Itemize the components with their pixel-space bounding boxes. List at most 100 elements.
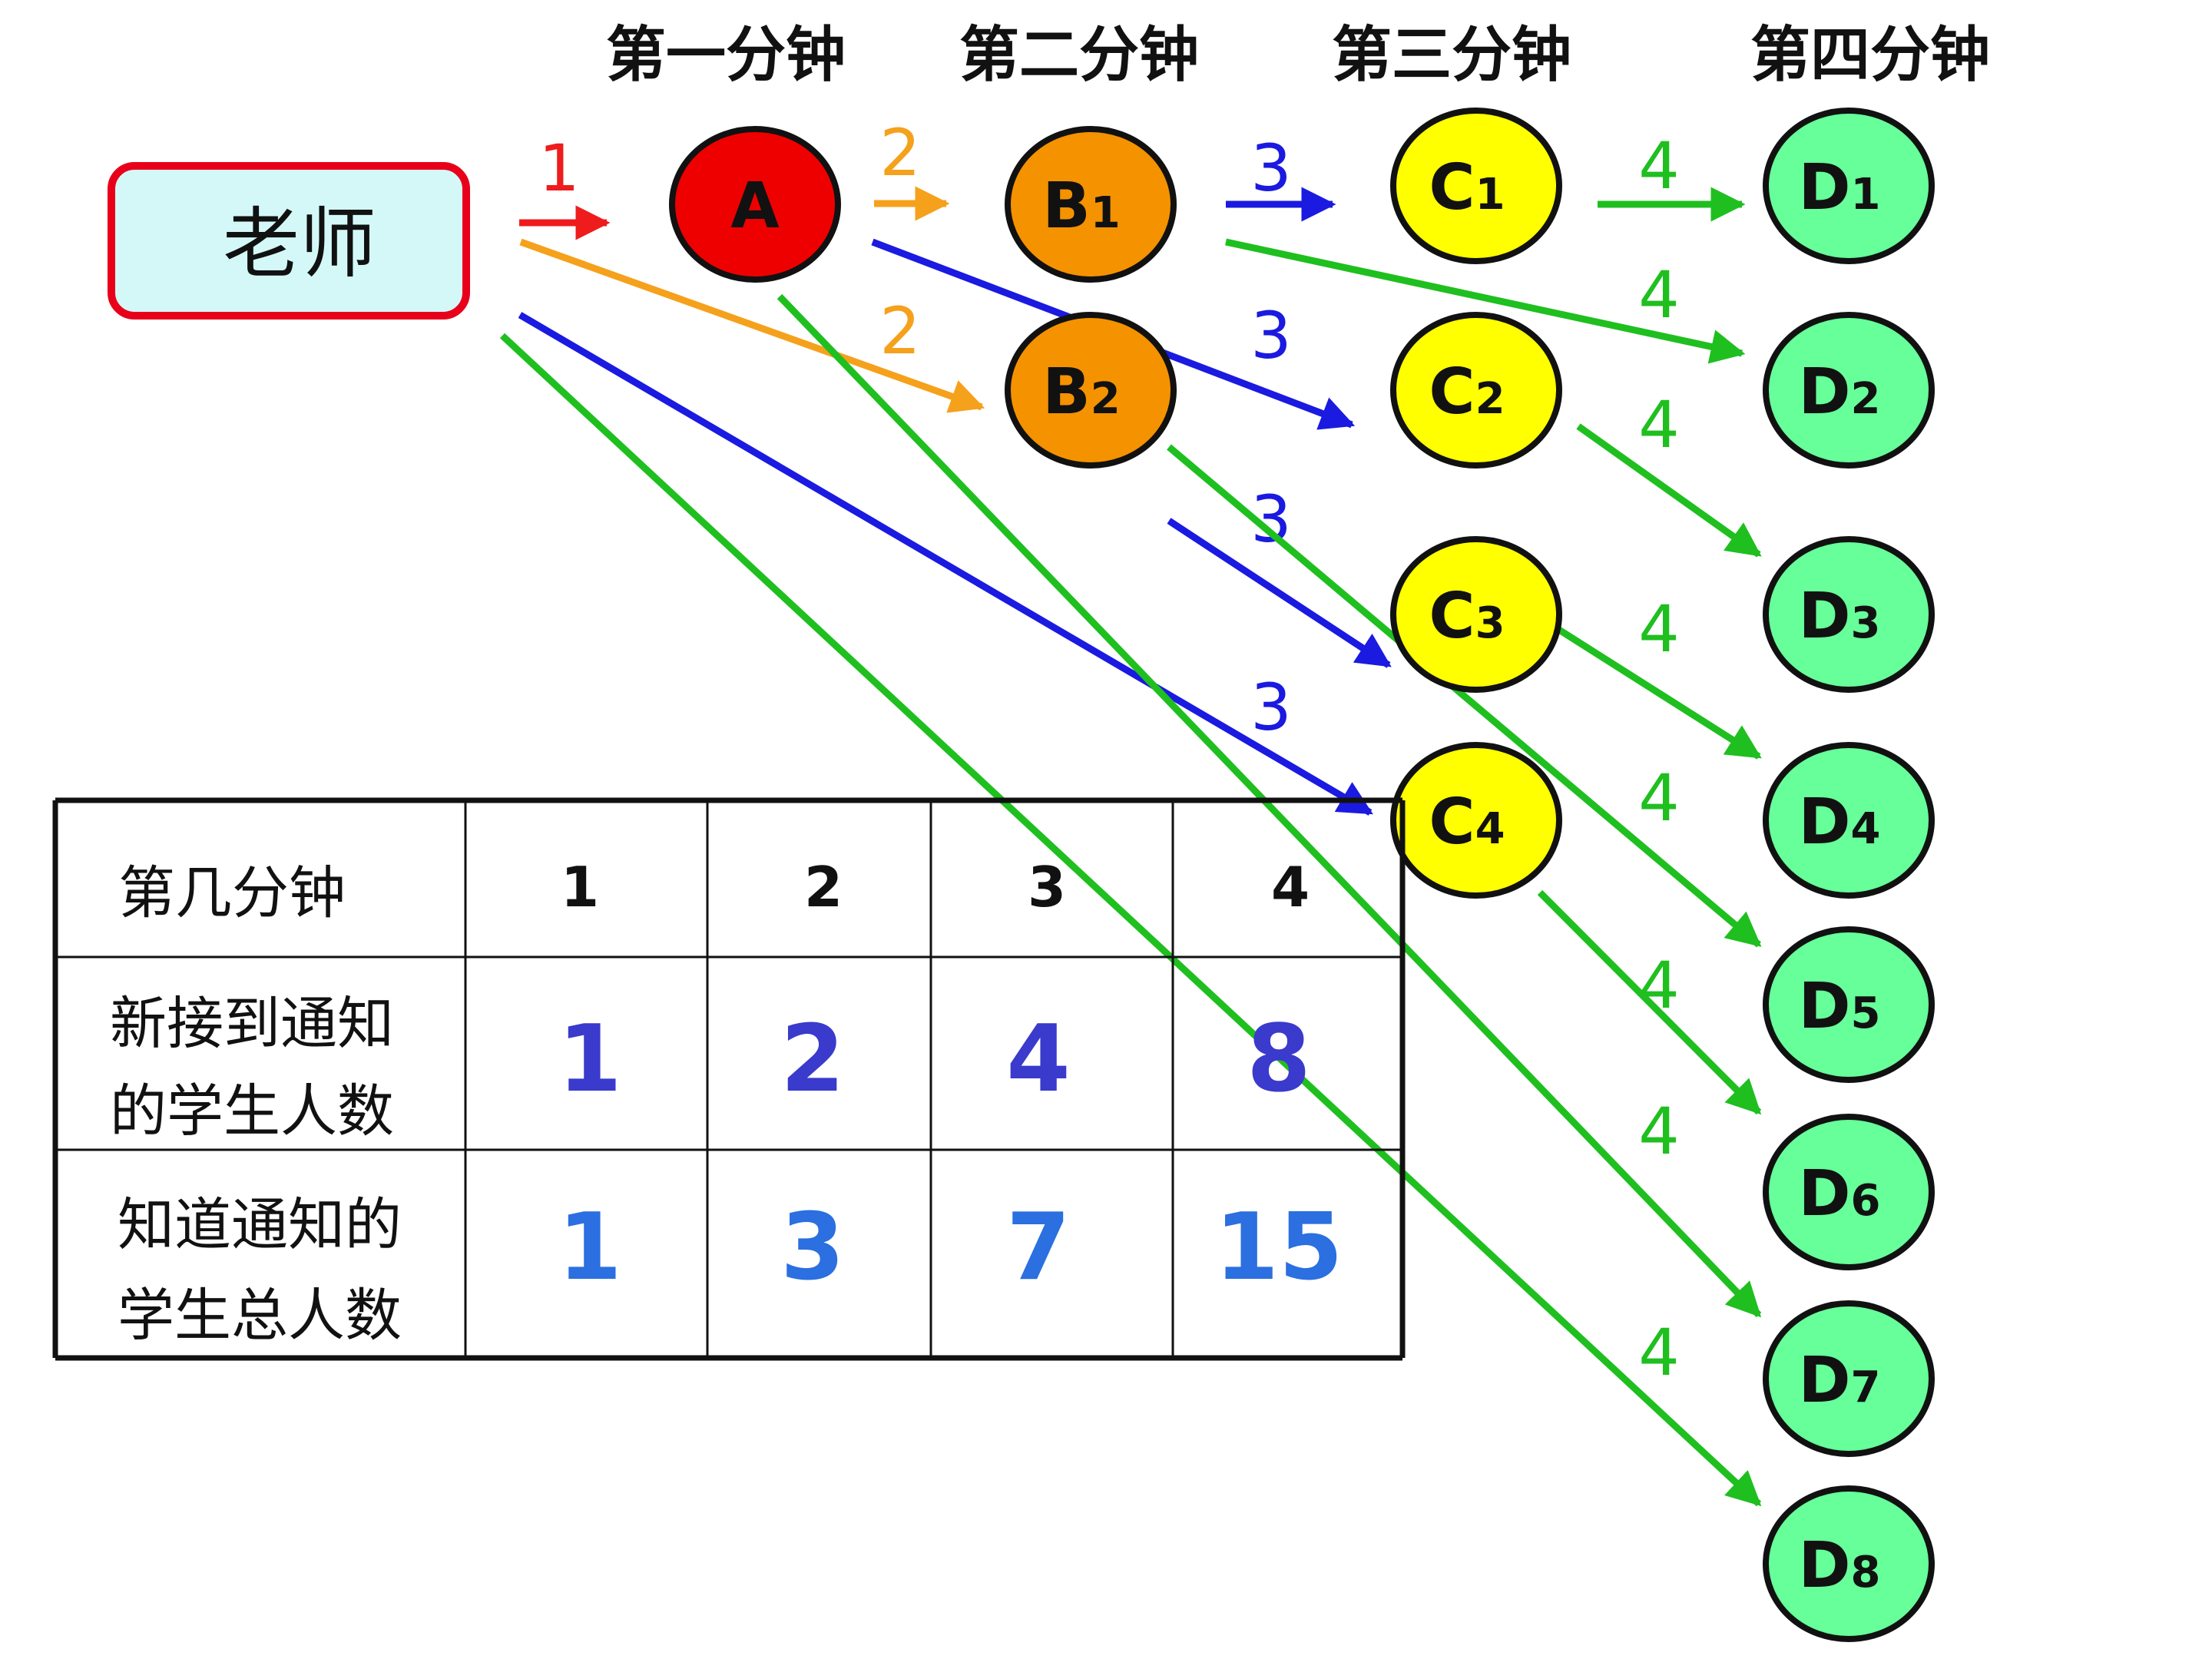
table-new-label-line2: 的学生人数: [110, 1078, 394, 1144]
node-circle-c3: [1390, 536, 1562, 693]
node-letter: D: [1798, 151, 1850, 224]
edge-label-c4-d6: 4: [1638, 948, 1679, 1023]
node-subscript: 8: [1851, 1548, 1881, 1598]
table-grid: [52, 797, 1406, 1361]
edge-label-c1-d1: 4: [1638, 128, 1679, 204]
node-letter: C: [1429, 356, 1475, 429]
edge-arrow-b2-c3: [1167, 518, 1392, 668]
edge-label-c2-d3: 4: [1638, 387, 1679, 462]
edge-label-teacher-d8: 4: [1638, 1315, 1679, 1390]
node-d4: D4: [1763, 742, 1935, 899]
edge-arrow-teacher-d8: [499, 333, 1762, 1507]
edge-arrow-teacher-c4: [518, 312, 1373, 816]
table-minute-1: 1: [561, 855, 599, 919]
node-circle-d7: [1763, 1300, 1935, 1457]
edge-arrow-c2-d3: [1576, 423, 1762, 558]
table-header-minute-label: 第几分钟: [118, 860, 346, 926]
edge-label-teacher-a: 1: [538, 131, 579, 206]
node-label-b1: B1: [1042, 170, 1120, 243]
node-c2: C2: [1390, 312, 1562, 469]
edge-arrow-teacher-b2: [519, 238, 985, 413]
minute-label-4: 第四分钟: [1750, 21, 1990, 90]
edge-label-teacher-b2: 2: [879, 293, 920, 369]
table-total-label-line2: 学生总人数: [118, 1283, 402, 1349]
node-subscript: 2: [1851, 374, 1881, 424]
node-letter: D: [1798, 356, 1850, 429]
node-subscript: 6: [1851, 1176, 1881, 1226]
table-total-value-2: 3: [780, 1194, 845, 1301]
table-total-value-4: 15: [1215, 1194, 1343, 1301]
node-d6: D6: [1763, 1114, 1935, 1270]
table-minute-4: 4: [1271, 855, 1310, 919]
node-subscript: 4: [1851, 804, 1881, 854]
edge-label-b1-d2: 4: [1638, 257, 1679, 333]
node-subscript: 2: [1475, 374, 1505, 424]
table-new-value-1: 1: [558, 1006, 622, 1113]
node-label-d5: D5: [1798, 970, 1880, 1043]
node-letter: D: [1798, 1157, 1850, 1230]
node-circle-c2: [1390, 312, 1562, 469]
node-d2: D2: [1763, 312, 1935, 469]
node-letter: D: [1798, 786, 1850, 859]
node-letter: B: [1042, 356, 1091, 429]
node-subscript: 2: [1091, 374, 1121, 424]
minute-headers: 第一分钟 第二分钟 第三分钟 第四分钟: [606, 21, 1990, 90]
table-new-label-line1: 新接到通知: [110, 991, 394, 1057]
node-circle-a: [669, 126, 841, 283]
node-subscript: 7: [1851, 1363, 1881, 1412]
node-circle-d1: [1763, 108, 1935, 264]
edge-label-b2-d5: 4: [1638, 760, 1679, 836]
node-d1: D1: [1763, 108, 1935, 264]
node-d5: D5: [1763, 926, 1935, 1083]
edge-label-c3-d4: 4: [1638, 591, 1679, 667]
node-circle-d5: [1763, 926, 1935, 1083]
node-d7: D7: [1763, 1300, 1935, 1457]
node-subscript: 1: [1091, 188, 1121, 238]
edge-label-a-b1: 2: [879, 115, 920, 190]
table-total-value-3: 7: [1006, 1194, 1071, 1301]
node-label-d1: D1: [1798, 151, 1880, 224]
edge-arrow-b1-d2: [1225, 238, 1746, 364]
teacher-box: [108, 162, 470, 320]
minute-label-2: 第二分钟: [959, 21, 1199, 90]
node-letter: C: [1429, 580, 1475, 653]
minute-label-1: 第一分钟: [606, 21, 846, 90]
node-label-c1: C1: [1429, 151, 1505, 224]
node-letter: C: [1429, 786, 1475, 859]
node-a: A: [669, 126, 841, 283]
node-circle-c1: [1390, 108, 1562, 264]
node-subscript: 5: [1851, 988, 1881, 1038]
node-subscript: 3: [1475, 598, 1505, 648]
node-circle-d6: [1763, 1114, 1935, 1270]
node-label-a: A: [730, 170, 780, 243]
node-subscript: 3: [1851, 598, 1881, 648]
edge-label-a-c2: 3: [1250, 298, 1291, 373]
node-b2: B2: [1005, 312, 1177, 469]
edge-label-a-d7: 4: [1638, 1094, 1679, 1169]
node-circle-c4: [1390, 742, 1562, 899]
node-d8: D8: [1763, 1485, 1935, 1642]
node-letter: B: [1042, 170, 1091, 243]
node-letter: C: [1429, 151, 1475, 224]
node-label-d8: D8: [1798, 1529, 1880, 1602]
node-label-d2: D2: [1798, 356, 1880, 429]
node-subscript: 1: [1851, 170, 1881, 220]
table-total-label-line1: 知道通知的: [118, 1192, 402, 1258]
node-c4: C4: [1390, 742, 1562, 899]
node-label-d3: D3: [1798, 580, 1880, 653]
node-label-c3: C3: [1429, 580, 1505, 653]
table-new-value-4: 8: [1247, 1006, 1311, 1113]
node-circle-b1: [1005, 126, 1177, 283]
node-circle-d2: [1763, 312, 1935, 469]
node-circle-b2: [1005, 312, 1177, 469]
node-label-c2: C2: [1429, 356, 1505, 429]
node-letter: D: [1798, 1344, 1850, 1417]
node-d3: D3: [1763, 536, 1935, 693]
node-c3: C3: [1390, 536, 1562, 693]
edge-arrow-c4-d6: [1537, 889, 1762, 1115]
node-c1: C1: [1390, 108, 1562, 264]
node-subscript: 1: [1475, 170, 1505, 220]
edge-label-teacher-c4: 3: [1250, 670, 1291, 745]
minute-label-3: 第三分钟: [1332, 21, 1571, 90]
